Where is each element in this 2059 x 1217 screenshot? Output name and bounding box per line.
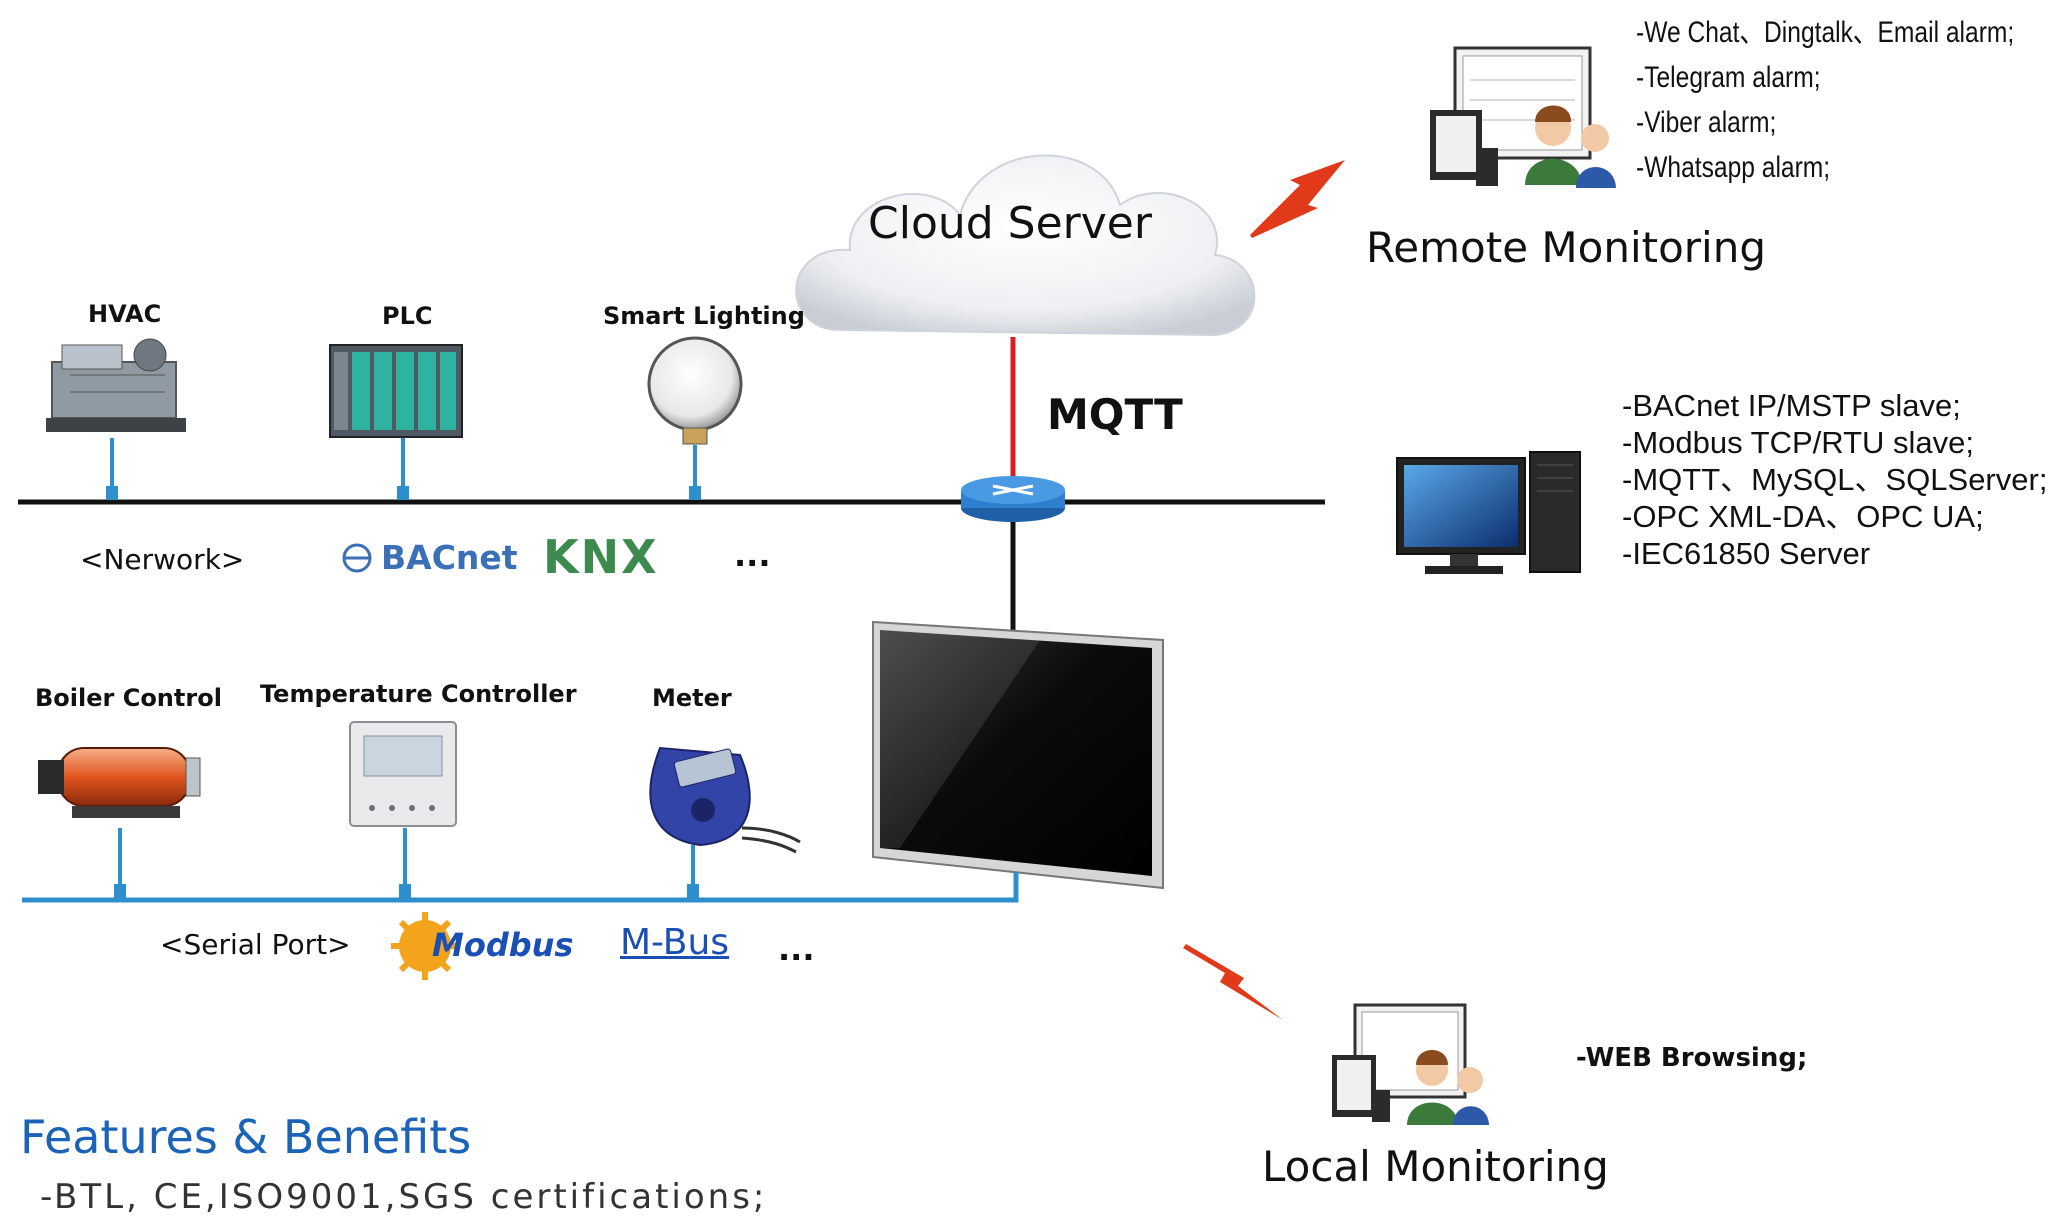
features-cert-line: -BTL, CE,ISO9001,SGS certifications; (40, 1177, 768, 1217)
meter-label: Meter (652, 684, 732, 712)
features-title: Features & Benefits (20, 1110, 472, 1164)
hvac-label: HVAC (88, 300, 162, 328)
server-protocol-list: -BACnet IP/MSTP slave; -Modbus TCP/RTU s… (1622, 387, 2047, 572)
remote-monitoring-devices-icon (1430, 46, 1616, 188)
cloud-server-label: Cloud Server (868, 198, 1152, 249)
network-more-ellipsis: ... (734, 536, 771, 574)
server-computer-icon (1396, 451, 1581, 574)
alarm-item: -Viber alarm; (1636, 106, 1777, 139)
protocol-item: -BACnet IP/MSTP slave; (1622, 388, 1961, 423)
protocol-item: -Modbus TCP/RTU slave; (1622, 425, 1975, 460)
alarm-item: -Whatsapp alarm; (1636, 151, 1831, 184)
plc-label: PLC (382, 302, 433, 330)
lightning-local-icon (1183, 944, 1283, 1020)
plc-icon (329, 344, 463, 438)
boiler-control-label: Boiler Control (35, 684, 222, 712)
knx-logo: KNX (543, 530, 659, 584)
meter-icon (649, 746, 801, 854)
web-browsing-note: -WEB Browsing; (1576, 1043, 1808, 1073)
lightning-remote-icon (1250, 160, 1345, 238)
temperature-controller-icon (349, 721, 457, 827)
bacnet-logo: BACnet (381, 538, 518, 577)
serial-port-label: <Serial Port> (160, 928, 351, 961)
bacnet-logo-icon (342, 543, 372, 573)
smart-lighting-icon (647, 336, 743, 445)
gateway-panel-icon (872, 620, 1164, 890)
serial-bus-line (22, 872, 1019, 903)
modbus-logo: Modbus (432, 926, 574, 964)
mqtt-label: MQTT (1047, 390, 1183, 439)
local-monitoring-devices-icon (1332, 1003, 1489, 1125)
mbus-logo: M-Bus (620, 922, 730, 963)
protocol-item: -IEC61850 Server (1622, 536, 1871, 571)
hvac-icon (46, 338, 186, 432)
remote-monitoring-title: Remote Monitoring (1366, 223, 1767, 272)
protocol-item: -OPC XML-DA、OPC UA; (1622, 499, 1984, 534)
network-label: <Nerwork> (80, 543, 245, 576)
boiler-icon (38, 747, 201, 818)
protocol-item: -MQTT、MySQL、SQLServer; (1622, 462, 2048, 497)
alarm-item: -Telegram alarm; (1636, 61, 1821, 94)
serial-more-ellipsis: ... (778, 930, 815, 968)
local-monitoring-title: Local Monitoring (1262, 1142, 1609, 1191)
router-icon (961, 476, 1065, 522)
temperature-controller-label: Temperature Controller (260, 680, 577, 708)
modbus-logo-icon (391, 912, 459, 980)
cloud-server-icon (795, 154, 1256, 337)
remote-alarm-list: -We Chat、Dingtalk、Email alarm; -Telegram… (1636, 10, 2014, 190)
alarm-item: -We Chat、Dingtalk、Email alarm; (1636, 16, 2015, 49)
smart-lighting-label: Smart Lighting (603, 302, 805, 330)
